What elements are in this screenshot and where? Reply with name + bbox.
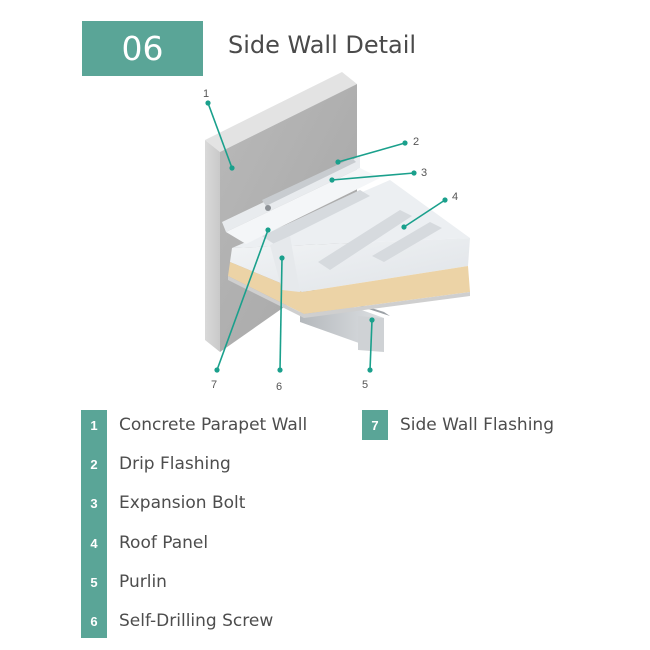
legend-bar	[81, 410, 107, 638]
leader-3	[331, 172, 415, 181]
panel-rib-1	[262, 190, 370, 244]
legend-label: Concrete Parapet Wall	[119, 415, 308, 435]
drip-flashing	[262, 158, 356, 206]
callout-3: 3	[421, 167, 427, 179]
callout-numbers: 1 2 3 4 5 6 7	[203, 88, 458, 393]
legend-item: 3 Expansion Bolt	[81, 488, 245, 518]
legend-label: Roof Panel	[119, 533, 209, 553]
legend-number: 3	[81, 488, 107, 518]
legend-label: Drip Flashing	[119, 454, 231, 474]
wall-top-face	[205, 72, 357, 152]
legend-number: 5	[81, 567, 107, 597]
legend-item: 7 Side Wall Flashing	[362, 410, 554, 440]
legend-number: 6	[81, 606, 107, 636]
legend-label: Expansion Bolt	[119, 493, 246, 513]
legend-label: Purlin	[119, 572, 167, 592]
legend-item: 6 Self-Drilling Screw	[81, 606, 273, 636]
callout-6: 6	[276, 381, 282, 393]
callout-7: 7	[211, 379, 217, 391]
legend-label: Side Wall Flashing	[400, 415, 554, 435]
legend-item: 1 Concrete Parapet Wall	[81, 410, 307, 440]
leader-lines	[205, 100, 448, 373]
legend-number: 4	[81, 528, 107, 558]
panel-insulation-core	[228, 262, 470, 314]
leader-4	[403, 199, 446, 228]
leader-7	[216, 229, 269, 371]
section-number: 06	[121, 29, 164, 68]
page-title: Side Wall Detail	[228, 31, 417, 59]
callout-1: 1	[203, 88, 209, 100]
side-wall-flashing	[222, 156, 380, 244]
leader-5	[369, 319, 373, 371]
leader-1	[207, 102, 233, 169]
panel-rib-3	[372, 222, 442, 262]
panel-rib-2	[318, 210, 412, 270]
legend-number: 7	[362, 410, 388, 440]
legend-item: 4 Roof Panel	[81, 528, 208, 558]
legend-label: Self-Drilling Screw	[119, 611, 274, 631]
leader-6	[279, 257, 283, 371]
callout-2: 2	[413, 136, 419, 148]
side-wall-diagram: 1 2 3 4 5 6 7	[203, 72, 470, 393]
section-number-badge: 06	[82, 21, 203, 76]
legend-item: 2 Drip Flashing	[81, 449, 231, 479]
flashing-horizontal	[226, 168, 380, 244]
roof-panel	[228, 180, 470, 318]
legend-number: 2	[81, 449, 107, 479]
callout-5: 5	[362, 379, 368, 391]
legend-item: 5 Purlin	[81, 567, 167, 597]
panel-rib-4	[270, 236, 300, 292]
leader-2	[337, 142, 406, 163]
callout-4: 4	[452, 191, 458, 203]
panel-bottom-skin	[228, 276, 470, 318]
legend-number: 1	[81, 410, 107, 440]
expansion-bolt-head	[265, 205, 271, 211]
wall-side-face	[205, 140, 220, 352]
